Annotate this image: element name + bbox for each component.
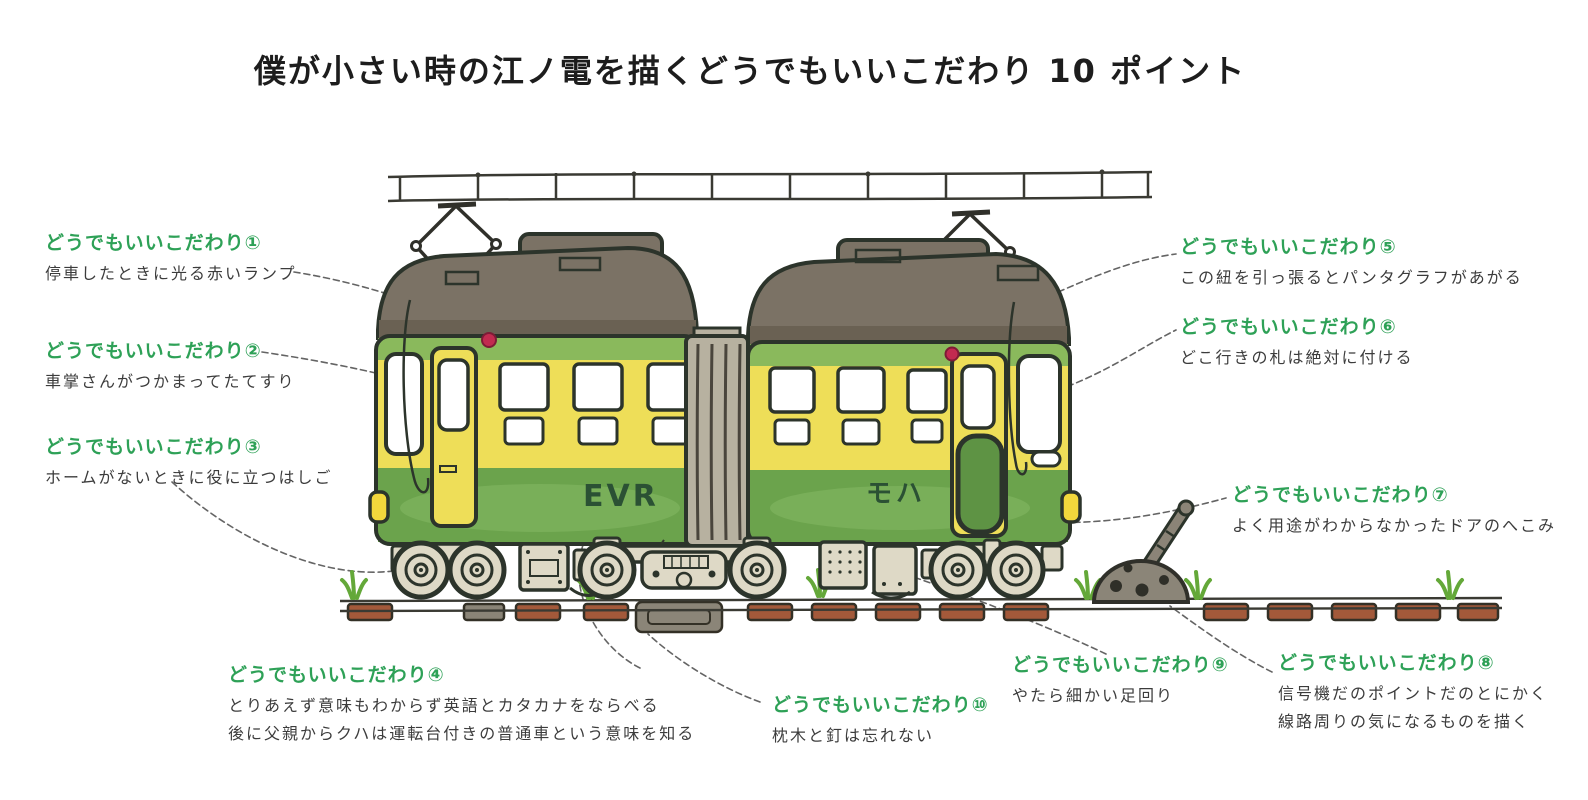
- annotation-4-text: とりあえず意味もわからず英語とカタカナをならべる: [228, 696, 660, 715]
- coupling: [653, 326, 773, 569]
- door-dent: [955, 433, 1005, 535]
- headlight-right: [1060, 490, 1082, 524]
- annotation-2: どうでもいいこだわり② 車掌さんがつかまってたてすり: [45, 336, 296, 396]
- annotation-10-label: どうでもいいこだわり⑩: [772, 694, 989, 716]
- annotation-6-label: どうでもいいこだわり⑥: [1180, 316, 1397, 338]
- red-lamp-right: [944, 346, 960, 362]
- switch-lever: [1091, 499, 1195, 604]
- train-car-left: EVR: [368, 232, 700, 546]
- page-title: 僕が小さい時の江ノ電を描くどうでもいいこだわり 10 ポイント: [253, 52, 1247, 90]
- annotation-8: どうでもいいこだわり⑧ 信号機だのポイントだのとにかく 線路周りの気になるものを…: [1278, 648, 1548, 736]
- annotation-6-text: どこ行きの札は絶対に付ける: [1180, 348, 1414, 367]
- annotation-6: どうでもいいこだわり⑥ どこ行きの札は絶対に付ける: [1180, 312, 1414, 372]
- annotation-2-text: 車掌さんがつかまってたてすり: [45, 372, 296, 391]
- annotation-3: どうでもいいこだわり③ ホームがないときに役に立つはしご: [45, 432, 333, 492]
- annotation-8-text: 信号機だのポイントだのとにかく: [1278, 684, 1549, 703]
- track: [339, 596, 1503, 634]
- pantograph-cord: [1007, 301, 1028, 476]
- annotation-9: どうでもいいこだわり⑨ やたら細かい足回り: [1012, 650, 1229, 710]
- annotation-2-label: どうでもいいこだわり②: [45, 340, 262, 362]
- headlight-left: [368, 490, 390, 524]
- train-car-right: モハ: [746, 238, 1082, 546]
- annotation-10-text: 枕木と釘は忘れない: [772, 726, 935, 745]
- red-lamp-left: [481, 332, 497, 348]
- car-left-lettering: EVR: [583, 479, 659, 514]
- annotation-3-label: どうでもいいこだわり③: [45, 436, 262, 458]
- annotation-9-label: どうでもいいこだわり⑨: [1012, 654, 1229, 676]
- rails: [339, 596, 1503, 613]
- annotation-4-label: どうでもいいこだわり④: [228, 664, 445, 686]
- annotation-7-label: どうでもいいこだわり⑦: [1232, 484, 1449, 506]
- annotation-9-text: やたら細かい足回り: [1012, 686, 1175, 705]
- annotation-5-text: この紐を引っ張るとパンタグラフがあがる: [1180, 268, 1523, 287]
- annotation-1-text: 停車したときに光る赤いランプ: [45, 264, 297, 283]
- annotation-5: どうでもいいこだわり⑤ この紐を引っ張るとパンタグラフがあがる: [1180, 232, 1523, 292]
- annotation-7: どうでもいいこだわり⑦ よく用途がわからなかったドアのへこみ: [1232, 480, 1556, 540]
- annotation-1-label: どうでもいいこだわり①: [45, 232, 262, 254]
- annotation-7-text: よく用途がわからなかったドアのへこみ: [1232, 516, 1557, 535]
- annotation-4-text-2: 後に父親からクハは運転台付きの普通車という意味を知る: [228, 724, 696, 743]
- handrail-rope: [402, 299, 430, 494]
- overhead-wire: [387, 169, 1153, 203]
- annotation-8-text-2: 線路周りの気になるものを描く: [1278, 712, 1531, 731]
- annotation-3-text: ホームがないときに役に立つはしご: [45, 468, 333, 487]
- annotation-10: どうでもいいこだわり⑩ 枕木と釘は忘れない: [772, 690, 989, 750]
- annotation-8-label: どうでもいいこだわり⑧: [1278, 652, 1495, 674]
- car-right-lettering: モハ: [866, 479, 926, 509]
- undercarriage: [390, 536, 1064, 598]
- annotation-1: どうでもいいこだわり① 停車したときに光る赤いランプ: [45, 228, 297, 288]
- annotation-5-label: どうでもいいこだわり⑤: [1180, 236, 1397, 258]
- destination-plate: [1030, 450, 1062, 468]
- annotation-4: どうでもいいこだわり④ とりあえず意味もわからず英語とカタカナをならべる 後に父…: [228, 660, 695, 748]
